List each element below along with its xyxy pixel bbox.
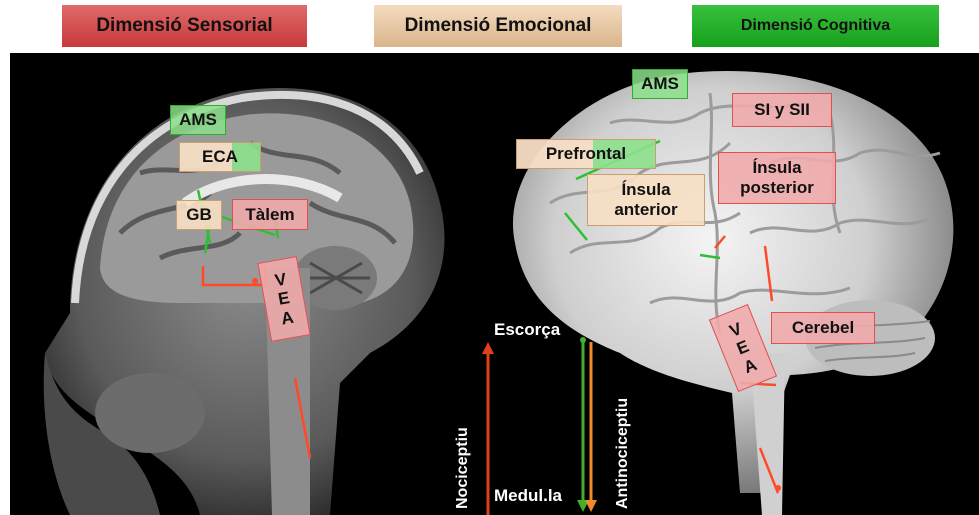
label-insula-posterior: Ínsula posterior (718, 152, 836, 204)
label-antinociceptiu: Antinociceptiu (614, 398, 632, 509)
render-brain (513, 71, 953, 493)
brain-illustrations (10, 53, 979, 515)
label-si-sii: SI y SII (732, 93, 832, 127)
label-gb: GB (176, 200, 222, 230)
header-sensorial: Dimensió Sensorial (62, 5, 307, 47)
label-insula-anterior: Ínsula anterior (587, 174, 705, 226)
vea-left-v: V (273, 269, 288, 290)
label-cerebel: Cerebel (771, 312, 875, 344)
header-emocional: Dimensió Emocional (374, 5, 622, 47)
label-prefrontal: Prefrontal (516, 139, 656, 169)
label-nociceptiu: Nociceptiu (454, 427, 472, 509)
label-talem: Tàlem (232, 199, 308, 230)
label-ams-left: AMS (170, 105, 226, 135)
vea-left-e: E (277, 288, 292, 309)
vea-left-a: A (280, 308, 295, 329)
vea-right-a: A (741, 355, 760, 378)
image-panel: AMS ECA GB Tàlem V E A AMS SI y SII Pref… (10, 53, 979, 515)
label-eca: ECA (179, 142, 261, 172)
label-escorca: Escorça (494, 320, 560, 340)
label-medulla: Medul.la (494, 486, 562, 506)
label-ams-right: AMS (632, 69, 688, 99)
header-cognitiva: Dimensió Cognitiva (692, 5, 939, 47)
